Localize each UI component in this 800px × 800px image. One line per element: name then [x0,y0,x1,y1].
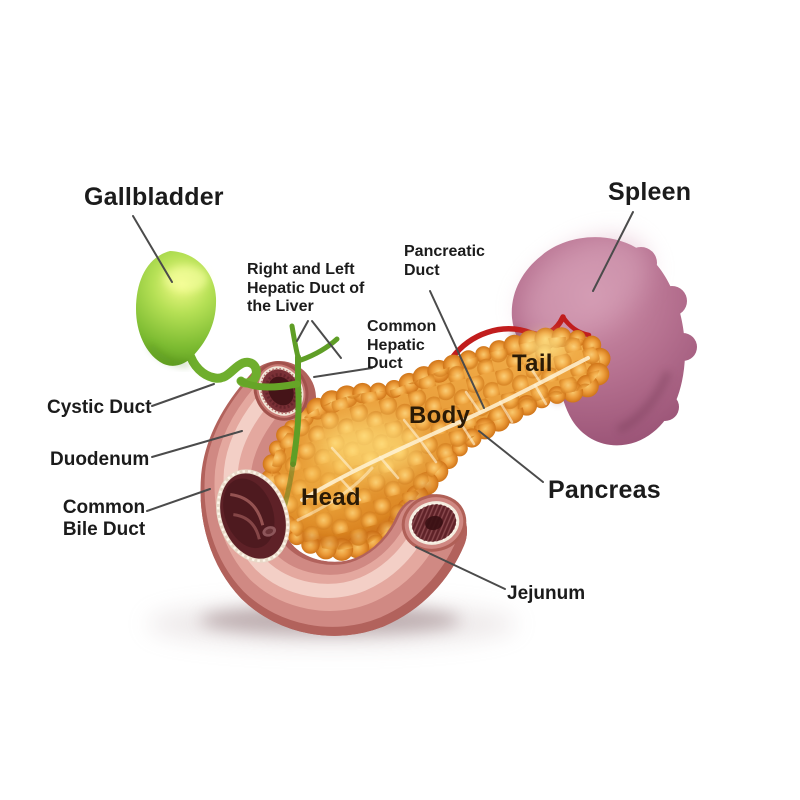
label-jejunum: Jejunum [507,583,586,604]
leader-pancreatic-duct [429,290,485,409]
leader-cystic-duct [151,383,215,407]
leader-right-hepatic [311,320,342,359]
label-spleen: Spleen [608,178,692,206]
label-gallbladder: Gallbladder [84,183,224,211]
bile-ducts [184,323,340,511]
label-common-bile-duct: Common Bile Duct [62,497,146,540]
duodenum-opening-cut [253,361,309,421]
cystic-duct [184,347,261,388]
label-tail: Tail [512,350,553,377]
label-right-left-hepatic-duct: Right and Left Hepatic Duct of the Liver [247,261,365,315]
leader-spleen [592,211,634,292]
jejunum-cut [401,494,467,552]
right-hepatic-duct [298,336,340,363]
label-head: Head [301,484,361,511]
label-pancreatic-duct: Pancreatic Duct [404,243,485,279]
label-common-hepatic-duct: Common Hepatic Duct [367,318,437,372]
label-duodenum: Duodenum [50,449,150,470]
label-cystic-duct: Cystic Duct [47,397,152,418]
leader-gallbladder [132,215,173,283]
gallbladder [136,251,217,366]
label-body: Body [409,402,471,429]
duodenum-window-cut [216,469,290,563]
leader-duodenum [151,430,243,458]
leader-left-hepatic [296,320,309,342]
label-pancreas: Pancreas [548,476,661,504]
leader-common-hepatic [313,367,373,378]
leader-pancreas [478,430,544,483]
common-bile-duct [290,383,302,467]
pancreas [260,327,611,561]
leader-jejunum [415,546,506,590]
pancreatic-duct-lines [296,356,590,522]
leader-common-bile [146,488,211,512]
leader-lines [132,211,634,590]
